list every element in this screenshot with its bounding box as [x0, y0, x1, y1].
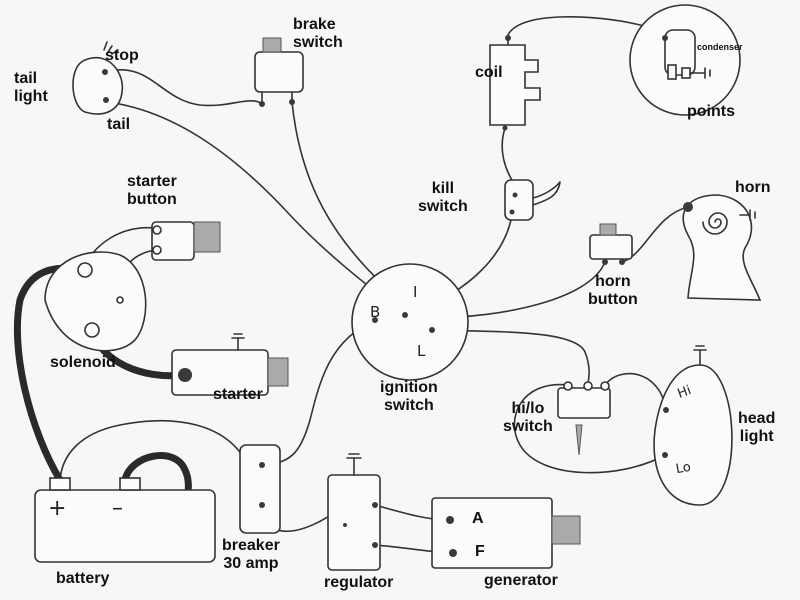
- solenoid: [44, 251, 147, 352]
- wire-ignition-to-hilo-switch: [431, 329, 590, 386]
- battery: [34, 477, 216, 563]
- terminal-ignition-i: I: [413, 283, 418, 301]
- starter-button: [151, 221, 221, 261]
- label-regulator: regulator: [324, 574, 394, 591]
- label-starter: starter: [213, 386, 263, 403]
- label-horn-button: horn button: [588, 273, 638, 308]
- hilo-switch: [557, 381, 611, 456]
- label-battery: battery: [56, 570, 110, 587]
- generator: [431, 497, 581, 569]
- terminal-battery-plus: +: [48, 496, 67, 521]
- label-generator: generator: [484, 572, 558, 589]
- battery-ground-strap: [121, 452, 192, 496]
- kill-switch: [504, 179, 561, 221]
- label-head-light: head light: [738, 410, 776, 445]
- label-points: points: [687, 103, 735, 120]
- starter: [171, 333, 289, 396]
- label-hilo-switch: hi/lo switch: [503, 400, 553, 435]
- wire-hilo-to-headlight-hi: [604, 372, 667, 411]
- label-horn: horn: [735, 179, 771, 196]
- tail-light: [72, 41, 124, 115]
- label-tail-light: tail light: [14, 70, 48, 105]
- label-ignition-switch: ignition switch: [380, 379, 438, 414]
- wire-hilo-to-headlight-lo: [513, 383, 666, 474]
- wire-breaker-to-battery: [59, 420, 251, 481]
- wire-coil-to-kill-switch: [501, 127, 516, 186]
- label-starter-button: starter button: [127, 173, 177, 208]
- terminal-battery-minus: –: [112, 496, 123, 521]
- breaker: [239, 444, 281, 534]
- label-brake-switch: brake switch: [293, 16, 343, 51]
- terminal-generator-f: F: [475, 543, 485, 560]
- ignition-switch: [351, 263, 469, 381]
- label-kill-switch: kill switch: [418, 180, 468, 215]
- label-coil: coil: [475, 64, 503, 81]
- battery-to-solenoid-cable: [13, 264, 84, 484]
- wire-stop-to-brake-switch: [104, 69, 263, 107]
- label-tail: tail: [107, 116, 131, 133]
- horn: [682, 194, 762, 301]
- headlight: [653, 345, 733, 506]
- wire-ignition-to-breaker: [269, 319, 376, 466]
- terminal-ignition-l: L: [417, 342, 426, 360]
- coil: [489, 35, 541, 131]
- regulator: [327, 453, 381, 571]
- brake-switch: [254, 37, 304, 107]
- terminal-ignition-b: B: [370, 303, 381, 321]
- label-stop: stop: [105, 47, 139, 64]
- label-solenoid: solenoid: [50, 354, 116, 371]
- horn-button: [589, 223, 633, 265]
- label-breaker: breaker 30 amp: [222, 537, 280, 572]
- terminal-headlight-lo: Lo: [674, 459, 693, 478]
- label-condenser: condenser: [697, 42, 743, 52]
- points: [629, 4, 741, 116]
- terminal-generator-a: A: [472, 510, 484, 527]
